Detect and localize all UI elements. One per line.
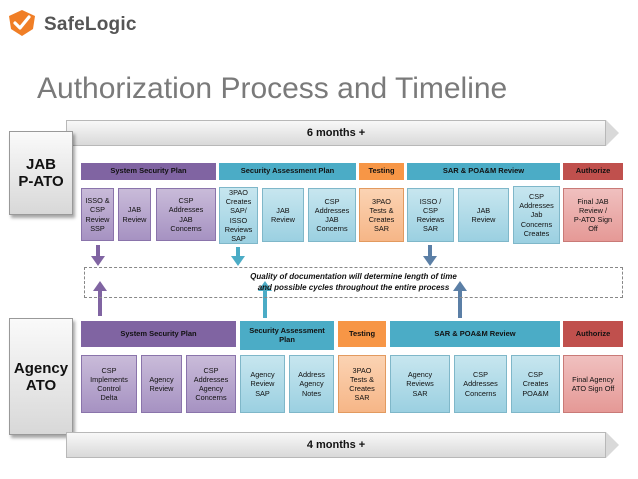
jab-timeline-label: 6 months + (306, 127, 366, 139)
agency-box-csp-creates-poam: CSP Creates POA&M (511, 355, 560, 413)
agency-box-agency-review-ssp: Agency Review (141, 355, 182, 413)
checkmark-shield-icon (8, 9, 36, 37)
jab-side-line2: P-ATO (18, 173, 64, 190)
agency-box-address-notes: Address Agency Notes (289, 355, 334, 413)
jab-box-jab-review-ssp: JAB Review (118, 188, 151, 241)
jab-box-jab-review-sar: JAB Review (458, 188, 509, 242)
jab-phase-sar-poam: SAR & POA&M Review (407, 163, 560, 180)
jab-phase-sap: Security Assessment Plan (219, 163, 356, 180)
jab-phase-ssp: System Security Plan (81, 163, 216, 180)
agency-timeline-arrowhead (606, 432, 619, 458)
jab-box-jab-review-sap: JAB Review (262, 188, 304, 242)
agency-phase-authorize: Authorize (563, 321, 623, 347)
logo-text: SafeLogic (44, 14, 137, 35)
arrow-down-ssp (91, 245, 105, 266)
agency-phase-ssp: System Security Plan (81, 321, 236, 347)
arrow-up-sar (453, 281, 467, 318)
jab-box-csp-addresses-sap: CSP Addresses JAB Concerns (308, 188, 356, 242)
agency-timeline-label: 4 months + (306, 439, 366, 451)
agency-phase-testing: Testing (338, 321, 386, 347)
agency-box-agency-reviews-sar: Agency Reviews SAR (390, 355, 450, 413)
jab-box-3pao-tests: 3PAO Tests & Creates SAR (359, 188, 404, 242)
agency-phase-sap: Security Assessment Plan (240, 321, 334, 350)
quality-note: Quality of documentation will determine … (84, 267, 623, 298)
jab-timeline-band: 6 months + (66, 120, 606, 146)
agency-phase-sar-poam: SAR & POA&M Review (390, 321, 560, 347)
quality-note-line2: and possible cycles throughout the entir… (257, 282, 450, 292)
agency-box-csp-implements: CSP Implements Control Delta (81, 355, 137, 413)
agency-box-final-agency-ato: Final Agency ATO Sign Off (563, 355, 623, 413)
agency-box-csp-addresses-ssp: CSP Addresses Agency Concerns (186, 355, 236, 413)
agency-side-label: Agency ATO (9, 318, 73, 435)
jab-box-3pao-creates-sap: 3PAO Creates SAP/ ISSO Reviews SAP (219, 187, 258, 244)
jab-side-line1: JAB (25, 156, 56, 173)
jab-box-csp-addresses-sar: CSP Addresses Jab Concerns Creates (513, 186, 560, 244)
page-title: Authorization Process and Timeline (37, 72, 508, 105)
jab-phase-testing: Testing (359, 163, 404, 180)
quality-note-line1: Quality of documentation will determine … (250, 271, 457, 281)
jab-box-isso-csp-review-ssp: ISSO & CSP Review SSP (81, 188, 114, 241)
agency-side-line1: Agency (13, 359, 69, 377)
arrow-up-ssp (93, 281, 107, 316)
arrow-down-sap (231, 247, 245, 266)
jab-timeline-arrowhead (606, 120, 619, 146)
agency-box-agency-review-sap: Agency Review SAP (240, 355, 285, 413)
jab-box-final-jab-review: Final JAB Review / P-ATO Sign Off (563, 188, 623, 242)
jab-box-isso-csp-reviews-sar: ISSO / CSP Reviews SAR (407, 188, 454, 242)
arrow-up-sap (258, 281, 272, 318)
agency-box-csp-addresses-concerns: CSP Addresses Concerns (454, 355, 507, 413)
agency-box-3pao-tests: 3PAO Tests & Creates SAR (338, 355, 386, 413)
jab-phase-authorize: Authorize (563, 163, 623, 180)
jab-side-label: JAB P-ATO (9, 131, 73, 215)
agency-side-line2: ATO (25, 376, 57, 394)
agency-timeline-band: 4 months + (66, 432, 606, 458)
jab-box-csp-addresses-ssp: CSP Addresses JAB Concerns (156, 188, 216, 241)
arrow-down-sar (423, 245, 437, 266)
